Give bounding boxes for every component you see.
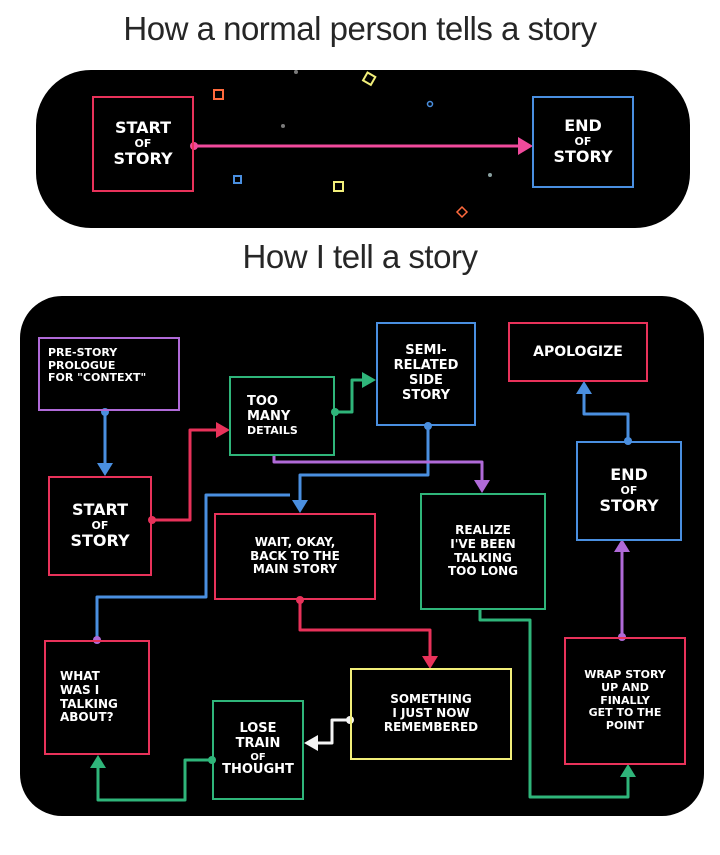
arrowhead <box>620 764 636 777</box>
arrowhead <box>474 480 490 493</box>
arrowhead <box>422 656 438 669</box>
main-to-remembered-line <box>298 600 432 656</box>
apologize-box: APOLOGIZE <box>508 322 648 382</box>
my-story-heading: How I tell a story <box>242 238 478 275</box>
remembered-to-lose-line <box>316 718 350 745</box>
arrowhead <box>97 463 113 476</box>
details-to-side-line <box>335 378 368 414</box>
end-to-apologize-line <box>582 392 630 441</box>
confetti-square <box>213 89 224 100</box>
line-arrowhead <box>518 137 533 155</box>
arrowhead <box>90 755 106 768</box>
arrowhead <box>304 735 318 751</box>
details-to-realize-line <box>272 455 484 480</box>
confetti-diamond <box>455 205 469 219</box>
confetti-dot <box>294 70 298 74</box>
arrowhead <box>614 539 630 552</box>
arrowhead <box>216 422 230 438</box>
arrowhead <box>362 372 376 388</box>
start-to-details-line <box>152 428 222 522</box>
confetti-dot <box>488 173 492 177</box>
arrowhead <box>292 500 308 513</box>
what-to-main-line <box>95 493 290 640</box>
normal-story-heading: How a normal person tells a story <box>123 10 597 47</box>
confetti-square <box>233 175 242 184</box>
confetti-square <box>361 71 377 87</box>
arrowhead <box>576 381 592 394</box>
realize-to-wrap-line <box>478 610 630 799</box>
confetti-dot <box>426 100 434 108</box>
confetti-square <box>333 181 344 192</box>
confetti-dot <box>281 124 285 128</box>
side-to-main-line <box>298 426 430 505</box>
lose-to-what-line <box>96 758 212 802</box>
